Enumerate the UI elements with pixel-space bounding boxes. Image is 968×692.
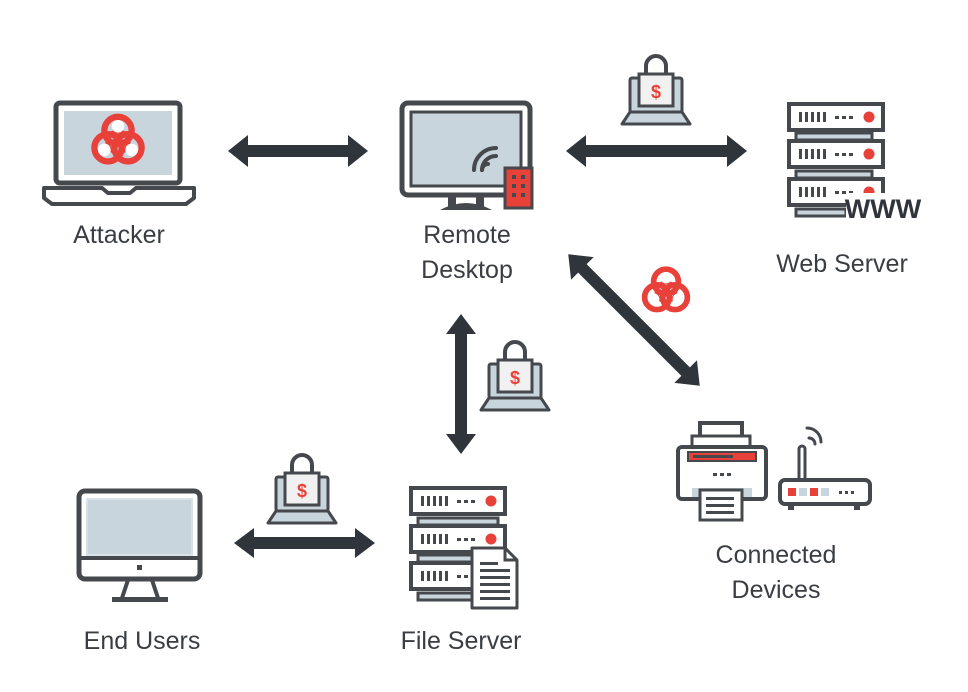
end-users-node: End Users <box>76 488 203 655</box>
server-www-icon: WWW <box>787 102 922 224</box>
server-document-icon <box>409 486 519 610</box>
file-server-label: File Server <box>401 627 522 655</box>
monitor-remote-icon <box>399 100 534 210</box>
remote-desktop-label-line1: Remote <box>423 221 511 249</box>
file-server-node: File Server <box>401 486 522 655</box>
remote-desktop-node: Remote Desktop <box>399 100 534 284</box>
lock-dollar-icon <box>479 340 551 412</box>
lock-dollar-icon <box>620 54 692 126</box>
arrow-end-users-file-server <box>234 528 375 558</box>
arrow-remote-desktop-web-server <box>566 135 747 167</box>
www-badge: WWW <box>845 194 922 224</box>
web-server-node: WWW Web Server <box>776 102 922 278</box>
attacker-node: Attacker <box>42 100 196 249</box>
remote-desktop-label-line2: Desktop <box>421 256 513 284</box>
desktop-monitor-icon <box>76 488 203 602</box>
router-icon <box>778 426 872 510</box>
remote-control-icon <box>503 166 534 210</box>
laptop-biohazard-icon <box>42 100 196 206</box>
arrow-remote-desktop-connected-devices <box>568 254 700 386</box>
lock-dollar-icon <box>266 453 338 525</box>
document-icon <box>470 546 519 610</box>
connected-devices-label-line1: Connected <box>716 541 837 569</box>
attacker-label: Attacker <box>73 221 165 249</box>
connected-devices-node: Connected Devices <box>676 421 872 604</box>
printer-icon <box>676 421 768 522</box>
arrow-remote-desktop-file-server <box>446 314 476 454</box>
connected-devices-label-line2: Devices <box>732 576 821 604</box>
arrow-attacker-remote-desktop <box>228 135 368 167</box>
wifi-signal-icon <box>805 426 823 446</box>
end-users-label: End Users <box>84 627 201 655</box>
web-server-label: Web Server <box>776 250 908 278</box>
wifi-icon <box>472 146 498 172</box>
biohazard-icon <box>645 269 688 309</box>
